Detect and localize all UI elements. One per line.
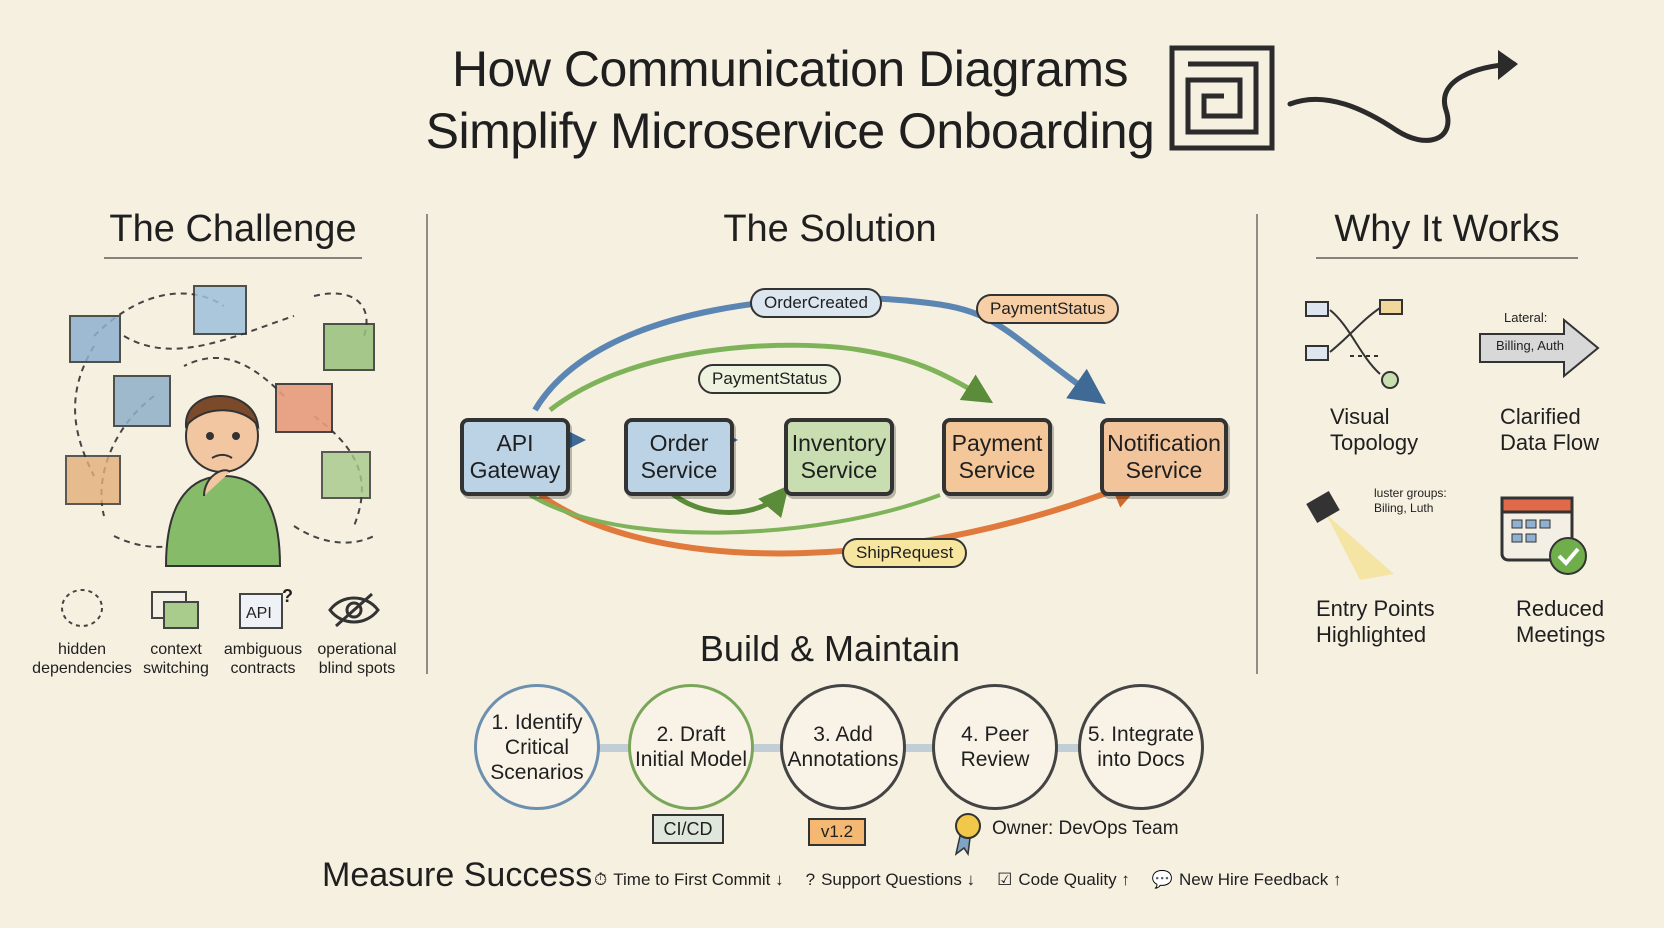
message-ship-request: ShipRequest: [842, 538, 968, 568]
message-payment-status-inner: PaymentStatus: [698, 364, 842, 394]
metric-code-quality: ☑ Code Quality ↑: [997, 870, 1130, 889]
dashed-circle-icon: [61, 589, 103, 627]
message-order-created: OrderCreated: [750, 288, 882, 318]
arrow-label-top: Lateral:: [1504, 310, 1548, 325]
measure-heading: Measure Success: [322, 856, 593, 894]
question-icon: ?: [805, 870, 816, 889]
eye-slash-icon: [328, 592, 380, 628]
metrics-row: ⏱ Time to First Commit ↓ ? Support Quest…: [594, 870, 1364, 890]
metric-time-to-commit: ⏱ Time to First Commit ↓: [594, 870, 784, 889]
title-line-2: Simplify Microservice Onboarding: [425, 103, 1155, 159]
challenge-heading: The Challenge: [104, 208, 362, 259]
checkbox-icon: ☑: [997, 870, 1013, 889]
spotlight-note: luster groups: Biling, Luth: [1374, 486, 1447, 515]
maze-icon: [1169, 45, 1275, 151]
award-ribbon-icon: [954, 813, 981, 856]
svg-text:?: ?: [282, 586, 293, 606]
why-label-dataflow: Clarified Data Flow: [1500, 404, 1600, 455]
step-1: 1. Identify Critical Scenarios: [474, 684, 600, 810]
service-notification[interactable]: Notification Service: [1100, 418, 1228, 496]
why-label-topology: Visual Topology: [1330, 404, 1419, 455]
flow-arrow-icon: [1479, 317, 1600, 379]
service-order[interactable]: Order Service: [624, 418, 734, 496]
windows-icon: [151, 591, 199, 629]
left-divider: [426, 214, 428, 674]
calendar-check-icon: [1500, 496, 1587, 575]
spacer: [1380, 318, 1416, 348]
svg-text:API: API: [246, 605, 272, 622]
squiggle-arrow-icon: [1287, 50, 1518, 143]
challenge-label-context: context switching: [143, 641, 209, 677]
step-4: 4. Peer Review: [932, 684, 1058, 810]
topology-icon: [1305, 299, 1403, 389]
arrow-label: Billing, Auth: [1496, 338, 1564, 353]
api-question-icon: API ?: [239, 586, 293, 629]
solution-heading: The Solution: [723, 208, 937, 250]
chat-icon: 💬: [1151, 870, 1174, 889]
service-payment[interactable]: Payment Service: [942, 418, 1052, 496]
why-label-meetings: Reduced Meetings: [1516, 596, 1606, 647]
challenge-label-blind: operational blind spots: [317, 641, 397, 677]
page-title: How Communication Diagrams Simplify Micr…: [380, 38, 1200, 162]
service-api-gateway[interactable]: API Gateway: [460, 418, 570, 496]
step-3: 3. Add Annotations: [780, 684, 906, 810]
owner-label: Owner: DevOps Team: [992, 818, 1179, 839]
why-label-entry: Entry Points Highlighted: [1316, 596, 1435, 647]
metric-support-questions: ? Support Questions ↓: [805, 870, 976, 889]
right-divider: [1256, 214, 1258, 674]
metric-new-hire-feedback: 💬 New Hire Feedback ↑: [1151, 870, 1342, 889]
build-heading: Build & Maintain: [699, 628, 961, 669]
message-payment-status-top: PaymentStatus: [976, 294, 1120, 324]
why-heading: Why It Works: [1316, 208, 1578, 259]
version-tag: v1.2: [808, 818, 866, 846]
step-2: 2. Draft Initial Model: [628, 684, 754, 810]
cicd-badge: CI/CD: [652, 814, 724, 844]
spotlight-icon: [1306, 490, 1394, 580]
service-inventory[interactable]: Inventory Service: [784, 418, 894, 496]
tangled-services-illustration: [65, 285, 375, 567]
challenge-label-hidden: hidden dependencies: [32, 641, 132, 677]
challenge-label-contracts: ambiguous contracts: [223, 641, 303, 677]
stopwatch-icon: ⏱: [594, 870, 608, 889]
title-line-1: How Communication Diagrams: [451, 41, 1129, 97]
step-5: 5. Integrate into Docs: [1078, 684, 1204, 810]
